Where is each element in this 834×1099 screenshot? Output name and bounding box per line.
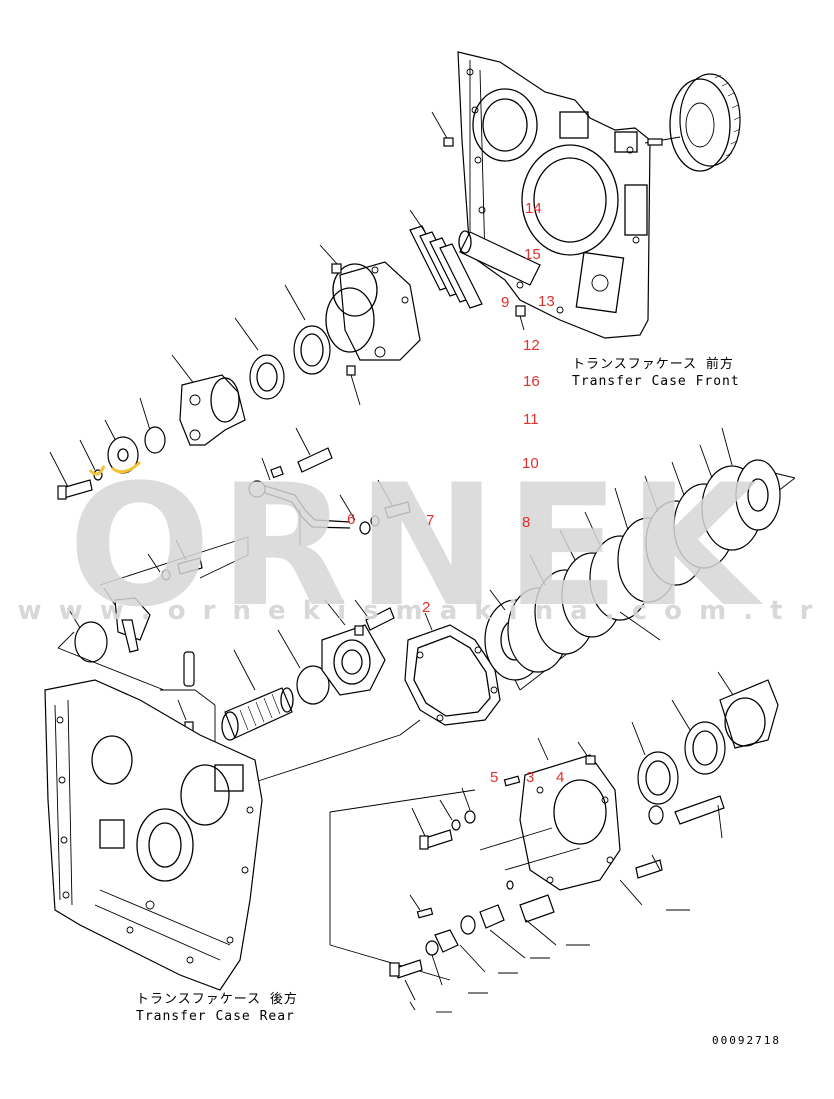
pump-housing xyxy=(503,737,621,891)
callout-2: 2 xyxy=(422,599,431,616)
washer-and-bolt xyxy=(49,397,166,500)
callout-12: 12 xyxy=(523,337,540,354)
bolt-pair-left xyxy=(99,536,249,586)
bearing-set xyxy=(631,671,779,805)
callout-6: 6 xyxy=(347,511,356,528)
drive-gear xyxy=(644,73,741,172)
callout-9: 9 xyxy=(501,294,510,311)
cover-and-o-ring xyxy=(277,599,395,705)
callout-8: 8 xyxy=(522,514,531,531)
bolt-9 xyxy=(515,305,526,331)
oil-pipe xyxy=(248,427,351,545)
bolt-pair-right xyxy=(339,479,411,535)
callout-5: 5 xyxy=(490,769,499,786)
yoke xyxy=(171,354,246,446)
front-caption: トランスファケース 前方 Transfer Case Front xyxy=(572,356,740,390)
gasket xyxy=(404,612,501,726)
front-caption-jp: トランスファケース 前方 xyxy=(572,357,734,372)
callout-10: 10 xyxy=(522,455,539,472)
flange-shaft xyxy=(57,587,165,691)
rear-caption-en: Transfer Case Rear xyxy=(136,1009,295,1024)
callout-14: 14 xyxy=(525,200,542,217)
clutch-pack xyxy=(484,427,796,691)
rear-caption-jp: トランスファケース 後方 xyxy=(136,992,298,1007)
pin-and-sleeve xyxy=(177,649,294,741)
drawing-number: 00092718 xyxy=(712,1034,781,1047)
front-caption-en: Transfer Case Front xyxy=(572,374,740,389)
shim-set xyxy=(409,209,483,309)
lower-fasteners xyxy=(329,787,590,1013)
pump-shaft xyxy=(619,795,725,911)
callout-3: 3 xyxy=(526,769,535,786)
callout-15: 15 xyxy=(524,246,541,263)
bearing-retainer xyxy=(319,244,421,406)
seal-rings xyxy=(234,284,331,400)
callout-13: 13 xyxy=(538,293,555,310)
transfer-case-rear-housing xyxy=(44,679,263,991)
callout-7: 7 xyxy=(426,512,435,529)
callout-16: 16 xyxy=(523,373,540,390)
callout-4: 4 xyxy=(556,769,565,786)
shaft-tube xyxy=(458,230,541,286)
rear-caption: トランスファケース 後方 Transfer Case Rear xyxy=(136,991,298,1025)
bolt-top xyxy=(431,111,454,147)
callout-11: 11 xyxy=(523,411,539,428)
